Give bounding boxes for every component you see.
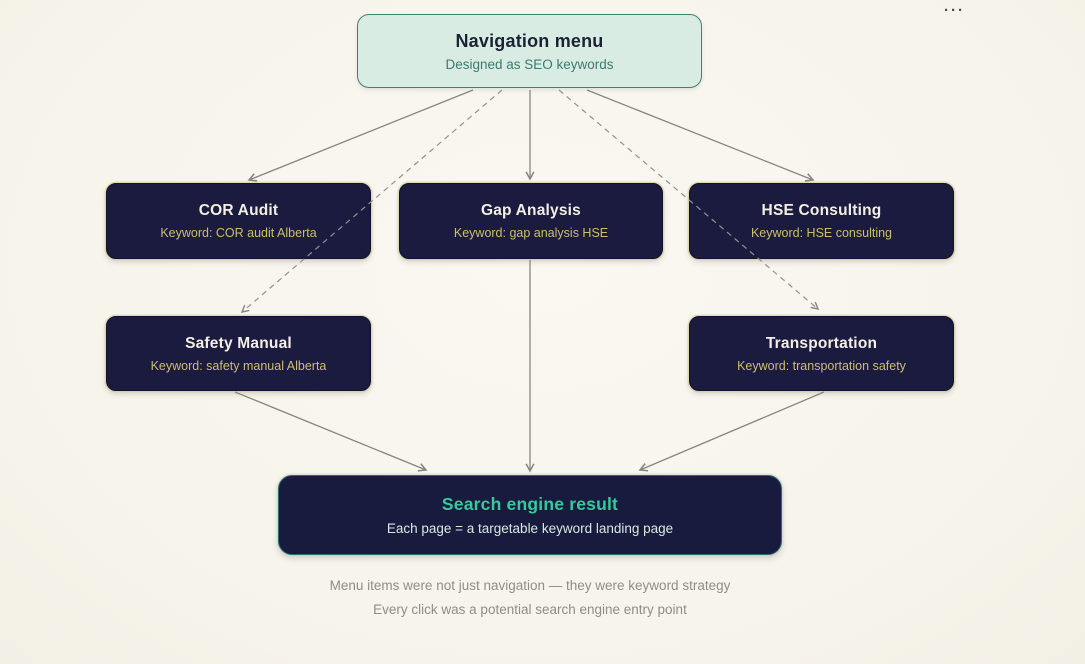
node-title: Search engine result <box>441 494 619 514</box>
more-options-icon[interactable]: ··· <box>944 2 965 19</box>
node-navigation-menu: Navigation menu Designed as SEO keywords <box>357 14 702 88</box>
node-title: COR Audit <box>198 202 279 219</box>
node-title: HSE Consulting <box>761 202 882 219</box>
node-keyword: Keyword: safety manual Alberta <box>150 358 327 373</box>
node-subtitle: Designed as SEO keywords <box>445 56 614 72</box>
node-transportation: Transportation Keyword: transportation s… <box>689 316 954 391</box>
node-keyword: Keyword: gap analysis HSE <box>453 226 609 240</box>
footer-line-1: Menu items were not just navigation — th… <box>329 578 731 593</box>
node-title: Gap Analysis <box>480 202 582 219</box>
node-title: Transportation <box>765 334 878 352</box>
edge-safety-manual-search-result <box>234 391 428 472</box>
node-cor-audit: COR Audit Keyword: COR audit Alberta <box>106 183 371 259</box>
node-keyword: Keyword: transportation safety <box>737 358 906 373</box>
node-keyword: Keyword: COR audit Alberta <box>160 226 317 240</box>
edge-navigation-cor-audit <box>247 89 474 182</box>
node-search-engine-result: Search engine result Each page = a targe… <box>278 475 782 555</box>
node-subtitle: Each page = a targetable keyword landing… <box>386 521 674 536</box>
footer-caption: Menu items were not just navigation — th… <box>0 574 1060 622</box>
footer-line-2: Every click was a potential search engin… <box>373 602 687 617</box>
node-keyword: Keyword: HSE consulting <box>750 226 893 240</box>
node-safety-manual: Safety Manual Keyword: safety manual Alb… <box>106 316 371 391</box>
edge-navigation-hse-consulting <box>586 89 815 182</box>
node-hse-consulting: HSE Consulting Keyword: HSE consulting <box>689 183 954 259</box>
edge-transportation-search-result <box>638 391 825 472</box>
node-title: Safety Manual <box>185 334 292 352</box>
node-title: Navigation menu <box>455 30 604 51</box>
node-gap-analysis: Gap Analysis Keyword: gap analysis HSE <box>399 183 663 259</box>
